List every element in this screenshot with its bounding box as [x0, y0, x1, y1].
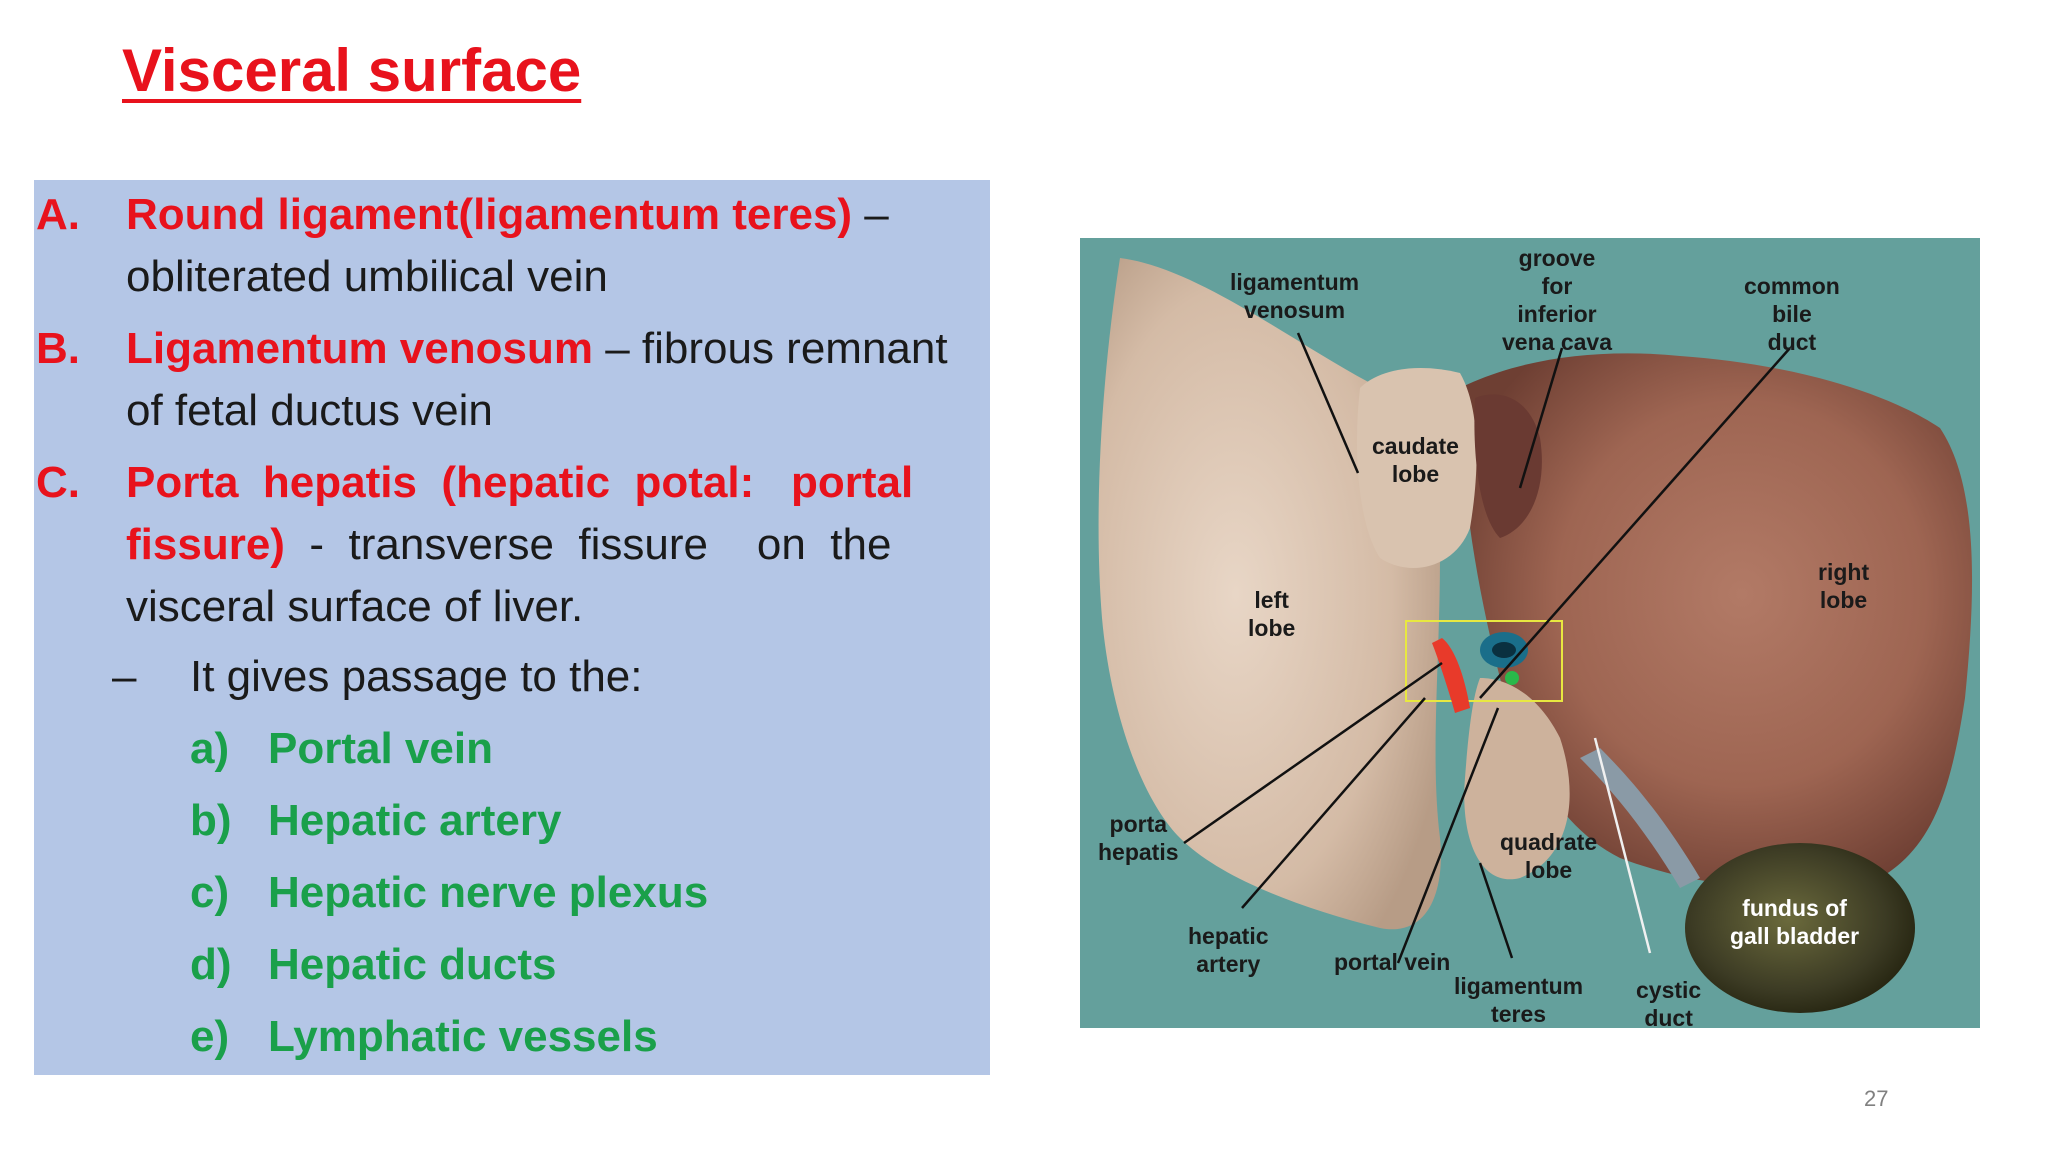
structure-item: e) Lymphatic vessels — [190, 1006, 658, 1068]
cystic-duct-shape — [1580, 748, 1700, 888]
point-a-marker: A. — [36, 190, 80, 239]
structure-name: Hepatic artery — [268, 796, 562, 845]
structure-name: Hepatic ducts — [268, 940, 557, 989]
structure-name: Lymphatic vessels — [268, 1012, 658, 1061]
structure-label: c) — [190, 868, 230, 917]
point-b-text: Ligamentum venosum – fibrous remnant of … — [126, 318, 996, 442]
cystic-duct-leader — [1593, 737, 1652, 954]
structure-name: Hepatic nerve plexus — [268, 868, 709, 917]
label-right-lobe: right lobe — [1818, 559, 1870, 613]
structure-item: b) Hepatic artery — [190, 790, 561, 852]
passage-text: It gives passage to the: — [190, 652, 643, 701]
label-portal-vein: portal vein — [1334, 949, 1451, 975]
liver-figure: ligamentum venosum groove for inferior v… — [1080, 238, 1980, 1028]
groove-shape — [1474, 394, 1542, 538]
page-number: 27 — [1864, 1086, 1889, 1111]
left-lobe-shape — [1098, 258, 1441, 930]
gallbladder-shape — [1685, 843, 1915, 1013]
portal-vein-lumen — [1492, 642, 1516, 658]
label-cystic-duct: cystic duct — [1636, 977, 1702, 1028]
point-a-heading: Round ligament(ligamentum teres) — [126, 190, 853, 239]
structure-label: b) — [190, 796, 232, 845]
structure-label: a) — [190, 724, 230, 773]
passage-dash: – — [112, 652, 137, 701]
point-b-line2: of fetal ductus vein — [126, 386, 493, 435]
structure-label: d) — [190, 940, 232, 989]
structure-label: e) — [190, 1012, 230, 1061]
point-b-marker: B. — [36, 324, 80, 373]
label-hepatic-artery: hepatic artery — [1188, 923, 1269, 977]
caudate-lobe-shape — [1356, 368, 1477, 568]
label-caudate-lobe: caudate lobe — [1372, 433, 1459, 487]
label-porta-hepatis: porta hepatis — [1098, 811, 1179, 865]
label-fundus-gall-bladder: fundus of gall bladder — [1730, 895, 1860, 949]
liver-illustration — [1098, 258, 1973, 1013]
bile-duct-shape — [1505, 671, 1519, 685]
leader-lines — [1183, 332, 1791, 964]
structure-item: d) Hepatic ducts — [190, 934, 557, 996]
label-groove-ivc: groove for inferior vena cava — [1502, 245, 1612, 355]
point-a-text: Round ligament(ligamentum teres) – oblit… — [126, 184, 996, 308]
point-c-rest2: - transverse fissure on the — [284, 520, 892, 569]
point-c-heading2: fissure) — [126, 520, 285, 569]
structure-item: a) Portal vein — [190, 718, 493, 780]
point-c-marker: C. — [36, 458, 80, 507]
structure-name: Portal vein — [268, 724, 493, 773]
label-ligamentum-teres: ligamentum teres — [1454, 973, 1584, 1027]
point-c-line3: visceral surface of liver. — [126, 582, 584, 631]
point-c-heading1: Porta hepatis (hepatic potal: portal — [126, 458, 914, 507]
point-b-rest: – fibrous remnant — [592, 324, 948, 373]
structure-item: c) Hepatic nerve plexus — [190, 862, 708, 924]
content-box: A. Round ligament(ligamentum teres) – ob… — [34, 180, 990, 1075]
point-b-heading: Ligamentum venosum — [126, 324, 593, 373]
point-a-sep: – — [852, 190, 889, 239]
point-a-line2: obliterated umbilical vein — [126, 252, 608, 301]
label-quadrate-lobe: quadrate lobe — [1500, 829, 1598, 883]
label-ligamentum-venosum: ligamentum venosum — [1230, 269, 1360, 323]
hepatic-artery-shape — [1432, 638, 1470, 713]
slide-title: Visceral surface — [122, 37, 582, 104]
label-common-bile-duct: common bile duct — [1744, 273, 1840, 355]
label-left-lobe: left lobe — [1248, 587, 1296, 641]
porta-hepatis-box — [1405, 620, 1563, 702]
point-c-text: Porta hepatis (hepatic potal: portal fis… — [126, 452, 996, 638]
